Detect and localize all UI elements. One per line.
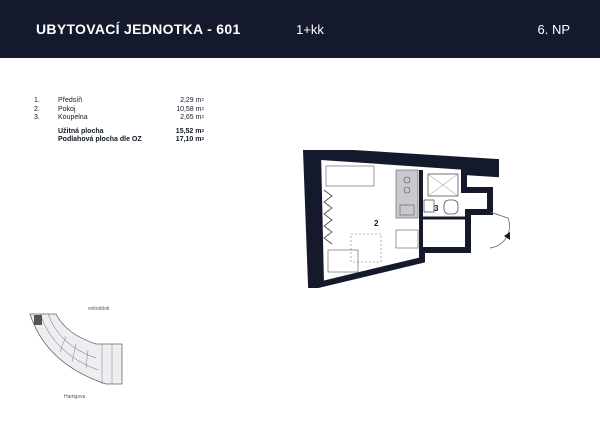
room-name: Předsíň xyxy=(58,97,83,104)
kitchenette xyxy=(395,169,419,219)
room-list: 1. Předsíň 2,29 m2 2. Pokoj 10,58 m2 3. … xyxy=(34,97,204,145)
floor-plan: 2 3 1 xyxy=(302,150,510,288)
usable-area-row: Užitná plocha 15,52 m2 xyxy=(34,128,204,137)
site-label-top: vnitroblok xyxy=(88,306,110,312)
room-number: 3. xyxy=(34,114,40,122)
sink xyxy=(423,199,435,213)
room-row: 3. Koupelna 2,65 m2 xyxy=(34,114,204,123)
table xyxy=(327,249,359,273)
building-outline xyxy=(29,313,123,385)
site-plan: vnitroblok Hartigova xyxy=(26,304,146,404)
room-row: 2. Pokoj 10,58 m2 xyxy=(34,106,204,115)
toilet xyxy=(443,199,459,215)
floor-area-label: Podlahová plocha dle OZ xyxy=(58,136,142,144)
room-area: 10,58 m2 xyxy=(176,105,204,113)
floor-area-value: 17,10 m2 xyxy=(175,136,204,144)
room-label-1: 1 xyxy=(466,233,471,242)
shower xyxy=(427,173,459,197)
floor-area-row: Podlahová plocha dle OZ 17,10 m2 xyxy=(34,136,204,145)
room-row: 1. Předsíň 2,29 m2 xyxy=(34,97,204,106)
entrance-arrow-icon xyxy=(504,232,510,240)
room-label-2: 2 xyxy=(374,219,379,228)
room-number: 2. xyxy=(34,105,40,113)
top-wall xyxy=(306,150,496,172)
room-name: Pokoj xyxy=(58,105,76,113)
site-label-bottom: Hartigova xyxy=(64,394,86,400)
left-wall xyxy=(306,150,324,285)
bed xyxy=(325,165,375,187)
room-area: 2,65 m2 xyxy=(180,114,204,122)
floor-label: 6. NP xyxy=(537,22,570,37)
page-header: UBYTOVACÍ JEDNOTKA - 601 1+kk 6. NP xyxy=(0,0,600,58)
room-area: 2,29 m2 xyxy=(180,97,204,104)
unit-title: UBYTOVACÍ JEDNOTKA - 601 xyxy=(36,21,241,37)
unit-type: 1+kk xyxy=(296,22,324,37)
usable-area-label: Užitná plocha xyxy=(58,127,104,135)
room-number: 1. xyxy=(34,97,40,104)
usable-area-value: 15,52 m2 xyxy=(175,127,204,135)
room-name: Koupelna xyxy=(58,114,88,122)
entrance-door xyxy=(489,211,510,249)
desk xyxy=(350,233,382,263)
window-shutters xyxy=(323,189,333,245)
outer-walls xyxy=(302,150,499,288)
wardrobe xyxy=(395,229,419,249)
unit-location-marker xyxy=(34,315,42,325)
room-label-3: 3 xyxy=(434,204,439,213)
